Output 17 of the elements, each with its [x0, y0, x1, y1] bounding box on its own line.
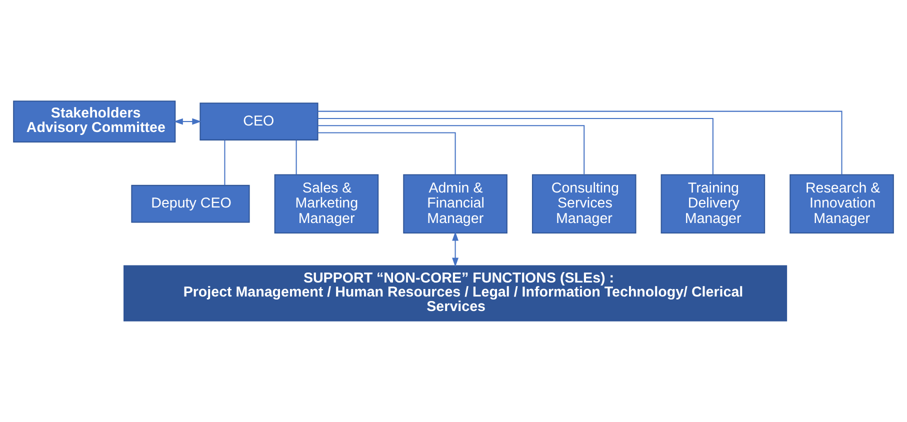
connector	[318, 110, 842, 175]
connector	[296, 140, 297, 175]
node-box: Deputy CEO	[131, 184, 250, 223]
arrow	[174, 118, 202, 125]
connector	[318, 132, 456, 175]
connector	[318, 118, 714, 174]
node-box: Sales & Marketing Manager	[274, 174, 379, 234]
connector	[318, 125, 585, 174]
node-box: SUPPORT “NON-CORE” FUNCTIONS (SLEs) : Project Management / Human Resources / Legal / Information Technology/ Clerical Services	[124, 265, 788, 322]
node-box: Stakeholders Advisory Committee	[13, 100, 176, 142]
connector	[224, 140, 226, 186]
node-box: Training Delivery Manager	[660, 174, 766, 234]
node-box: CEO	[200, 102, 318, 140]
node-box: Admin & Financial Manager	[403, 174, 508, 234]
node-box: Consulting Services Manager	[532, 174, 636, 234]
node-box: Research & Innovation Manager	[790, 174, 894, 234]
arrow	[452, 232, 459, 267]
